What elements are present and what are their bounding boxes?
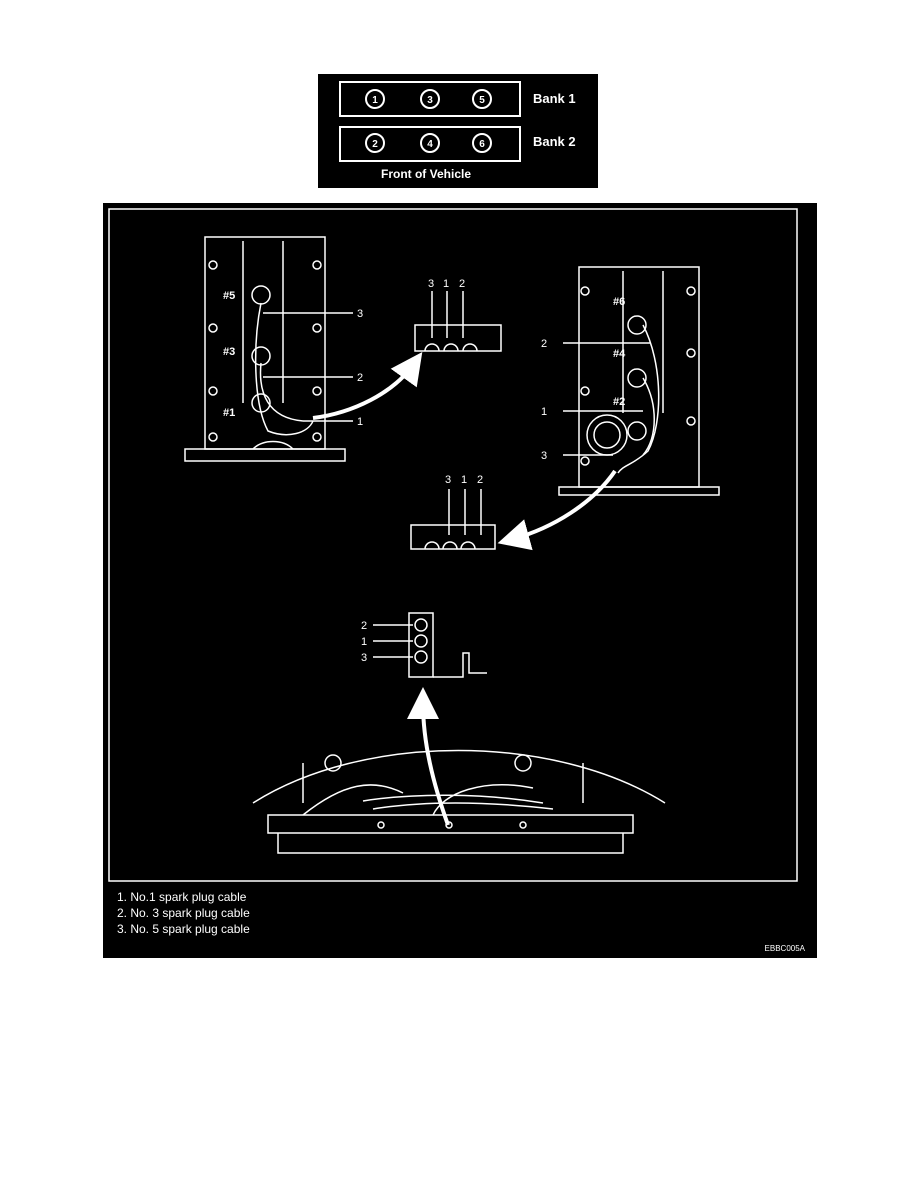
- cylinder-number: 5: [479, 95, 485, 106]
- bank1-callout: 3: [357, 308, 363, 320]
- firing-order-svg: 1 3 5 2 4 6 Bank 1 Bank 2 Front of Vehic…: [339, 81, 576, 181]
- bracket-label: 3: [361, 652, 367, 664]
- cylinder-circle: [472, 133, 492, 153]
- connector-upper-label: 1: [443, 278, 449, 290]
- connector-upper-label: 3: [428, 278, 434, 290]
- connector-lower-label: 1: [461, 474, 467, 486]
- bracket-label: 1: [361, 636, 367, 648]
- cylinder-circle: [420, 89, 440, 109]
- bank1-cyl-label: #1: [223, 407, 235, 419]
- bank2-callout: 2: [541, 338, 547, 350]
- cable-bracket: [373, 612, 487, 678]
- cylinder-number: 3: [427, 95, 433, 106]
- legend-item: 2. No. 3 spark plug cable: [117, 906, 250, 920]
- legend-item: 3. No. 5 spark plug cable: [117, 922, 250, 936]
- spark-plug-cable-routing-panel: #5 #3 #1 3 2 1 3 1 2: [103, 203, 817, 958]
- bank2-cyl-label: #2: [613, 396, 625, 408]
- cylinder-circle: [472, 89, 492, 109]
- connector-lower-label: 3: [445, 474, 451, 486]
- cylinder-circle: [420, 133, 440, 153]
- engine-lower-view: [252, 749, 666, 854]
- bank2-cyl-label: #4: [613, 348, 626, 360]
- arrow-to-upper-connector: [312, 351, 423, 420]
- cylinder-number: 4: [427, 139, 433, 150]
- illustration-frame: [108, 208, 798, 882]
- bank2-label: Bank 2: [533, 134, 576, 149]
- cylinder-circle: [365, 89, 385, 109]
- bank1-row-box: [339, 81, 521, 117]
- cylinder-number: 2: [372, 139, 378, 150]
- arrow-to-bracket: [407, 687, 450, 826]
- bank1-cylinder-head: [184, 236, 353, 462]
- cylinder-circle: [365, 133, 385, 153]
- legend-item: 1. No.1 spark plug cable: [117, 890, 247, 904]
- figure-code: EBBC005A: [765, 944, 806, 953]
- bracket-label: 2: [361, 620, 367, 632]
- cylinder-number: 1: [372, 95, 378, 106]
- bank1-cyl-label: #5: [223, 290, 235, 302]
- bank2-callout: 1: [541, 406, 547, 418]
- cylinder-number: 6: [479, 139, 485, 150]
- bank2-cylinder-head: [558, 266, 720, 496]
- bank1-callout: 1: [357, 416, 363, 428]
- firing-order-diagram: 1 3 5 2 4 6 Bank 1 Bank 2 Front of Vehic…: [318, 74, 598, 188]
- connector-upper: [414, 291, 502, 352]
- routing-illustration: #5 #3 #1 3 2 1 3 1 2: [108, 208, 806, 953]
- bank1-callout: 2: [357, 372, 363, 384]
- connector-lower: [410, 489, 496, 550]
- connector-lower-label: 2: [477, 474, 483, 486]
- connector-upper-label: 2: [459, 278, 465, 290]
- bank1-label: Bank 1: [533, 91, 576, 106]
- arrow-to-lower-connector: [497, 469, 617, 551]
- bank2-callout: 3: [541, 450, 547, 462]
- front-of-vehicle-label: Front of Vehicle: [381, 167, 471, 181]
- bank2-cyl-label: #6: [613, 296, 625, 308]
- bank2-row-box: [339, 126, 521, 162]
- bank1-cyl-label: #3: [223, 346, 235, 358]
